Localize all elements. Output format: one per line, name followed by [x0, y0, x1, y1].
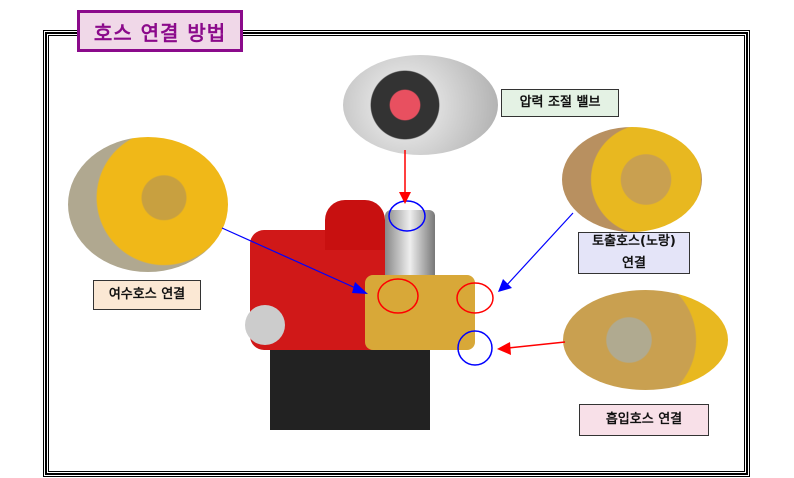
pressure-valve-photo	[343, 55, 498, 155]
discharge-circle	[456, 282, 494, 314]
return-arrow	[221, 227, 361, 291]
return-hose-photo	[68, 137, 228, 272]
page-title: 호스 연결 방법	[77, 10, 243, 52]
return-hose-label: 여수호스 연결	[93, 280, 201, 310]
discharge-hose-photo	[562, 127, 702, 232]
suction-hose-label: 흡입호스 연결	[579, 404, 709, 436]
discharge-hose-label-line2: 연결	[622, 256, 646, 271]
pressure-valve-label: 압력 조절 밸브	[501, 89, 619, 117]
suction-arrow	[507, 341, 566, 349]
suction-circle	[457, 330, 493, 366]
diagram-frame	[43, 30, 750, 477]
suction-hose-photo	[563, 290, 728, 390]
discharge-arrow	[504, 212, 574, 288]
return-circle	[377, 278, 419, 314]
diagram-inner-frame	[48, 35, 745, 472]
discharge-hose-label-line1: 토출호스(노랑)	[592, 234, 676, 249]
discharge-hose-label: 토출호스(노랑) 연결	[578, 232, 690, 274]
valve-circle	[388, 200, 426, 232]
pump-image	[240, 190, 495, 440]
